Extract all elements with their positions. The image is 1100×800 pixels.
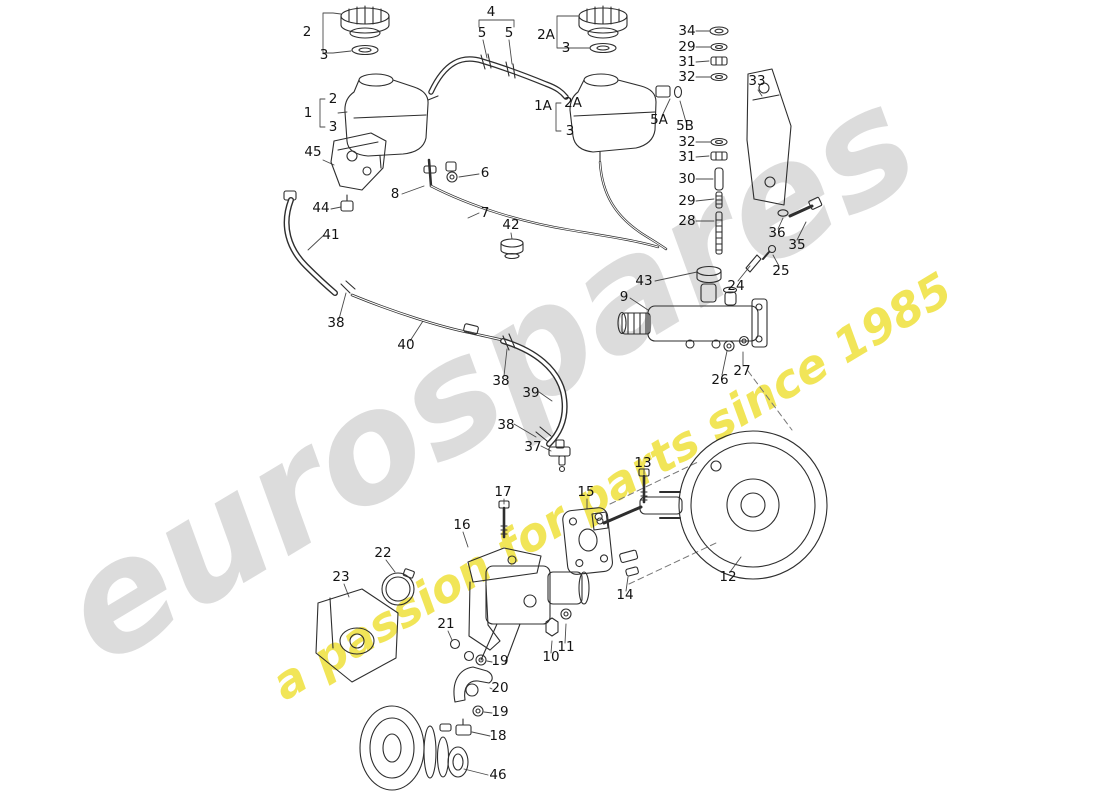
- part-label-40: 40: [397, 337, 414, 353]
- leader-lines: [307, 12, 807, 776]
- part-label-12: 12: [719, 569, 736, 585]
- part-label-44: 44: [312, 200, 329, 216]
- part-label-7: 7: [481, 205, 490, 221]
- part-label-3-b: 3: [562, 40, 571, 56]
- part-label-15: 15: [577, 484, 594, 500]
- part-label-19-b: 19: [491, 704, 508, 720]
- part-label-41: 41: [322, 227, 339, 243]
- part-label-1A: 1A: [534, 98, 553, 114]
- part-label-25: 25: [772, 263, 789, 279]
- reservoir-right: [569, 73, 683, 163]
- part-label-11: 11: [557, 639, 574, 655]
- part-label-38-c: 38: [497, 417, 514, 433]
- bolt-35-washer-36: [777, 196, 823, 218]
- fastener-stack: [709, 26, 729, 255]
- part-label-36: 36: [768, 225, 785, 241]
- part-label-2A: 2A: [537, 27, 556, 43]
- part-label-19-a: 19: [491, 653, 508, 669]
- part-label-42: 42: [502, 217, 519, 233]
- part-label-8: 8: [391, 186, 400, 202]
- fork-20: [453, 666, 493, 703]
- master-cylinder: [617, 265, 768, 352]
- part-label-37: 37: [524, 439, 541, 455]
- brake-booster: [591, 430, 828, 580]
- part-label-33: 33: [748, 73, 765, 89]
- brake-lines: [423, 158, 668, 251]
- washer-19-upper: [475, 654, 487, 666]
- gasket-15: [562, 507, 613, 575]
- part-label-43: 43: [635, 273, 652, 289]
- cap-42: [500, 238, 524, 260]
- part-label-2A-b: 2A: [564, 95, 583, 111]
- fittings-24-25: [745, 244, 777, 273]
- reservoir-cap-right: [578, 5, 628, 54]
- bolt-17: [498, 500, 510, 539]
- part-label-32-b: 32: [678, 134, 695, 150]
- part-label-5B: 5B: [676, 118, 694, 134]
- part-label-38-a: 38: [327, 315, 344, 331]
- part-label-38-b: 38: [492, 373, 509, 389]
- part-label-21: 21: [437, 616, 454, 632]
- part-label-9: 9: [620, 289, 629, 305]
- part-label-2-c: 2: [329, 91, 338, 107]
- part-label-6: 6: [481, 165, 490, 181]
- alignment-dashes: [609, 370, 793, 585]
- t-fitting-37: [548, 439, 571, 473]
- part-label-30: 30: [678, 171, 695, 187]
- part-label-32: 32: [678, 69, 695, 85]
- bracket-33: [746, 68, 792, 206]
- supply-hoses: [283, 190, 568, 447]
- part-label-20: 20: [491, 680, 508, 696]
- reservoir-cap-left: [340, 5, 390, 56]
- bracket-45: [330, 132, 387, 191]
- part-label-34: 34: [678, 23, 695, 39]
- part-label-3: 3: [320, 47, 329, 63]
- part-label-23: 23: [332, 569, 349, 585]
- part-label-28: 28: [678, 213, 695, 229]
- part-label-46: 46: [489, 767, 506, 783]
- part-label-29: 29: [678, 39, 695, 55]
- clip-44: [340, 194, 354, 212]
- bolt-13: [638, 468, 650, 504]
- part-label-5-b: 5: [505, 25, 514, 41]
- part-labels: 2 3 4 5 5 2A 3 34 29 31 32 33 1 2 3 1A 2…: [303, 4, 806, 783]
- boot-46: [359, 705, 469, 791]
- part-label-35: 35: [788, 237, 805, 253]
- part-label-5-a: 5: [478, 25, 487, 41]
- part-label-27: 27: [733, 363, 750, 379]
- part-label-31: 31: [678, 54, 695, 70]
- part-label-24: 24: [727, 278, 744, 294]
- part-label-31-b: 31: [678, 149, 695, 165]
- valve-block-16: [449, 547, 590, 665]
- part-label-45: 45: [304, 144, 321, 160]
- part-label-16: 16: [453, 517, 470, 533]
- part-label-5A: 5A: [650, 112, 669, 128]
- part-label-22: 22: [374, 545, 391, 561]
- reservoir-left: [344, 73, 439, 169]
- clamp-22: [381, 568, 415, 606]
- part-label-10: 10: [542, 649, 559, 665]
- part-label-18: 18: [489, 728, 506, 744]
- part-label-3-d: 3: [566, 123, 575, 139]
- washer-19-lower: [472, 705, 484, 717]
- part-label-4: 4: [487, 4, 496, 20]
- part-label-2: 2: [303, 24, 312, 40]
- part-label-26: 26: [711, 372, 728, 388]
- clip-14: [619, 549, 639, 577]
- hose-4: [428, 53, 569, 100]
- boot-23: [315, 588, 399, 683]
- part-label-39: 39: [522, 385, 539, 401]
- diagram-art: [283, 5, 828, 791]
- part-label-1: 1: [304, 105, 313, 121]
- part-label-14: 14: [616, 587, 633, 603]
- clip-18: [455, 718, 472, 736]
- part-label-13: 13: [634, 455, 651, 471]
- nut-10-washer-11: [545, 608, 572, 637]
- part-label-3-c: 3: [329, 119, 338, 135]
- part-label-29-b: 29: [678, 193, 695, 209]
- part-label-17: 17: [494, 484, 511, 500]
